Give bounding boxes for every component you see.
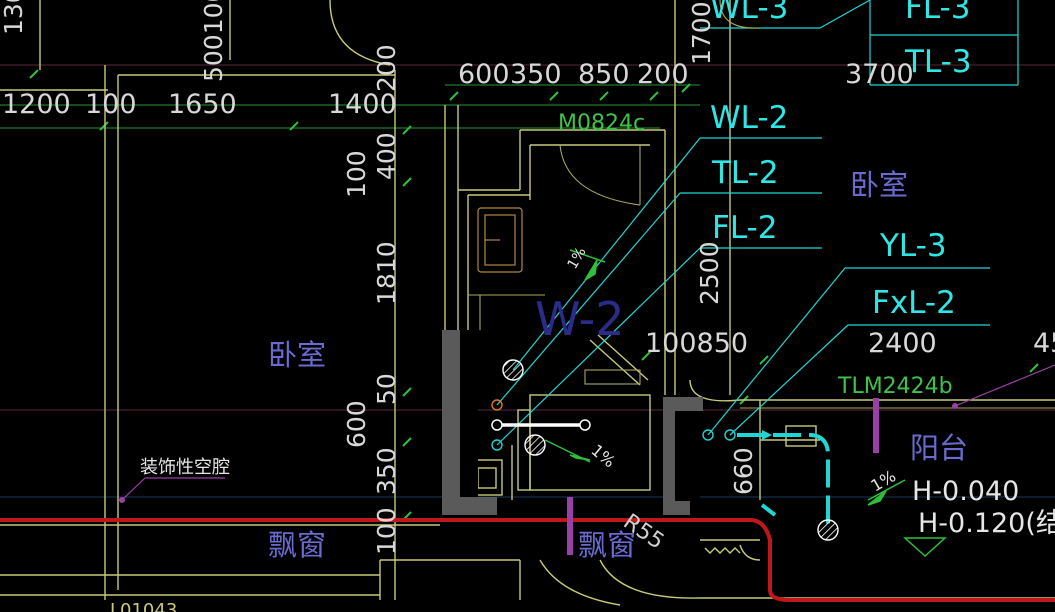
label-yl-3: YL-3 (879, 228, 947, 264)
label-wl-3: WL-3 (710, 0, 788, 26)
dimension-ticks (29, 69, 1039, 521)
dim-3700: 3700 (845, 59, 914, 90)
dim-1400: 1400 (328, 89, 397, 120)
vdim-1700: 1700 (687, 1, 716, 65)
elevation-label-1: H-0.040 (912, 476, 1019, 507)
vdim-1810: 1810 (372, 241, 401, 305)
floor-drains (502, 359, 839, 541)
vdim-1300: 1300 (0, 0, 28, 35)
dim-350: 350 (510, 59, 562, 90)
dim-100: 100 (85, 89, 137, 120)
purple-markers (119, 364, 1055, 555)
vdim-600: 600 (342, 400, 371, 448)
room-bedroom-right: 卧室 (850, 168, 908, 202)
top-dimension-labels: 1200 100 1650 1400 600 350 850 200 3700 (2, 59, 914, 120)
small-mark-label: 45 (1033, 328, 1055, 359)
room-bedroom-left: 卧室 (268, 338, 326, 372)
vdim-200: 200 (372, 44, 401, 92)
slope-label-2: 1% (587, 441, 619, 472)
dim-850: 850 (578, 59, 630, 90)
vdim-100: 100 (342, 150, 371, 198)
slope-label-1: 1% (565, 245, 590, 272)
label-tl-2: TL-2 (711, 155, 779, 191)
room-bay-window-mid: 飘窗 (578, 528, 636, 562)
door-code: M0824c (558, 111, 645, 136)
window-code: TLM2424b (837, 374, 953, 399)
wall-fill-gaps (460, 395, 700, 501)
axis-lines (0, 64, 1055, 498)
pipe-label-texts: WL-3 FL-3 TL-3 WL-2 TL-2 FL-2 YL-3 FxL-2… (535, 0, 972, 346)
label-fl-3: FL-3 (905, 0, 970, 26)
dim-1650: 1650 (168, 89, 237, 120)
label-fxl-2: FxL-2 (872, 285, 956, 321)
vdim-350: 350 (372, 447, 401, 495)
label-tl-3: TL-3 (904, 44, 972, 80)
dim-600: 600 (458, 59, 510, 90)
bottom-code-label: L01043 (110, 600, 177, 612)
label-w-2: W-2 (535, 292, 624, 346)
door-arc (719, 0, 761, 29)
wall-fills (442, 330, 703, 515)
vdim-400: 400 (372, 132, 401, 180)
vdim-50: 50 (372, 373, 401, 405)
vdim-2500: 2500 (695, 241, 724, 305)
elevation-label-2: H-0.120(结 (918, 508, 1055, 539)
dim-2400: 2400 (868, 328, 937, 359)
decor-cavity-label: 装饰性空腔 (140, 457, 230, 478)
slope-label-3: 1% (868, 466, 899, 495)
room-balcony: 阳台 (910, 431, 968, 465)
dim-200: 200 (637, 59, 689, 90)
pipes (491, 399, 830, 525)
room-bay-window-left: 飘窗 (268, 528, 326, 562)
pipe-leaders (496, 0, 1019, 446)
vertical-dimension-labels: 1300 500100 200 1700 400 100 1810 50 600… (0, 0, 758, 555)
slab-edge (0, 518, 1055, 602)
label-wl-2: WL-2 (710, 100, 788, 136)
dim-1200: 1200 (2, 89, 71, 120)
vdim-100b: 100 (372, 507, 401, 555)
room-labels: 卧室 卧室 飘窗 飘窗 阳台 (268, 168, 968, 562)
label-fl-2: FL-2 (712, 210, 777, 246)
dim-100850: 100850 (645, 328, 748, 359)
slope-arrows (544, 249, 947, 558)
vdim-500100: 500100 (199, 0, 228, 82)
vdim-660: 660 (729, 447, 758, 495)
